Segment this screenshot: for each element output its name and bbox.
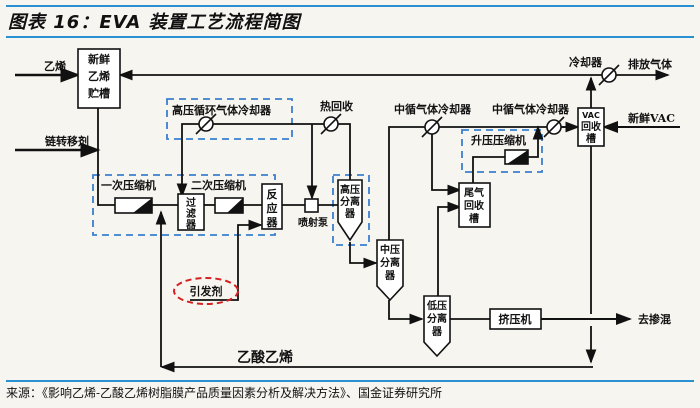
mid-cycle-cooler-1-icon: [421, 116, 443, 138]
hp-cooler-group-frame: [166, 98, 293, 140]
vent-gas-label: 排放气体: [628, 57, 673, 71]
ethylene-feed-label: 乙烯: [44, 59, 66, 73]
primary-compressor: [114, 197, 153, 214]
secondary-compressor-label: 二次压缩机: [191, 178, 246, 192]
to-tailgas-line: [431, 127, 462, 196]
secondary-compressor: [214, 197, 244, 214]
booster-compressor-label: 升压压缩机: [471, 133, 526, 147]
extruder: 挤压机: [489, 308, 542, 330]
footer-rule: [6, 380, 694, 382]
jet-pump-label: 喷射泵: [298, 216, 329, 229]
svg-text:VAC: VAC: [582, 111, 600, 120]
initiator-label: 引发剂: [190, 284, 223, 298]
svg-text:新鲜: 新鲜: [88, 52, 110, 66]
svg-text:贮槽: 贮槽: [87, 86, 110, 100]
hp-recycle-cooler-label: 高压循环气体冷却器: [172, 103, 272, 117]
hpsep-to-mpsep-line: [349, 242, 378, 269]
tail-gas-tank: 尾气 回收 槽: [458, 182, 491, 228]
svg-text:回收: 回收: [464, 199, 484, 212]
mid-cycle-cooler-2-icon: [543, 116, 565, 138]
lp-separator: 低压 分离 器: [423, 295, 451, 358]
svg-text:器: 器: [266, 216, 279, 229]
mpsep-to-lpsep-line: [388, 300, 424, 325]
figure-title: 图表 16：EVA 装置工艺流程简图: [8, 12, 301, 33]
booster-group-frame: [461, 129, 543, 173]
svg-text:低压: 低压: [426, 299, 447, 312]
svg-text:器: 器: [431, 326, 443, 338]
to-blending-label: 去掺混: [638, 312, 671, 326]
svg-text:分离: 分离: [380, 256, 400, 269]
svg-text:乙烯: 乙烯: [88, 69, 110, 83]
booster-out-line: [528, 125, 544, 158]
compressor-group-frame: [92, 174, 276, 236]
source-note: 来源：《影响乙烯-乙酸乙烯树脂膜产品质量因素分析及解决方法》、国金证券研究所: [6, 386, 443, 400]
svg-text:高压: 高压: [340, 183, 360, 196]
vinyl-acetate-label: 乙酸乙烯: [237, 349, 293, 366]
svg-text:分离: 分离: [340, 195, 360, 208]
lpsep-overhead-line: [437, 201, 462, 298]
fresh-ethylene-tank: 新鲜 乙烯 贮槽: [77, 48, 121, 109]
vent-cooler-icon: [598, 64, 620, 86]
svg-text:器: 器: [384, 270, 396, 282]
hp-separator-group-frame: [332, 174, 370, 246]
svg-text:尾气: 尾气: [464, 186, 484, 199]
svg-text:中压: 中压: [380, 243, 400, 256]
title-underline: [6, 36, 694, 38]
svg-text:器: 器: [185, 219, 197, 231]
hp-separator: 高压 分离 器: [337, 179, 363, 242]
svg-text:应: 应: [267, 201, 278, 215]
svg-text:槽: 槽: [469, 212, 479, 225]
fresh-vac-label: 新鲜VAC: [628, 111, 675, 125]
filter: 过 滤 器: [177, 193, 205, 231]
vent-cooler-label: 冷却器: [569, 55, 603, 69]
tank-to-compressor-line: [97, 108, 115, 206]
primary-compressor-label: 一次压缩机: [101, 178, 156, 192]
svg-text:反: 反: [267, 187, 278, 201]
initiator-highlight: [173, 277, 239, 305]
reactor: 反 应 器: [261, 183, 283, 230]
jet-pump: [304, 198, 319, 213]
svg-text:槽: 槽: [586, 132, 596, 145]
mid-cycle-cooler-2-label: 中循气体冷却器: [492, 102, 570, 116]
tailgas-to-booster-line: [472, 156, 505, 183]
chain-transfer-agent-label: 链转移剂: [45, 134, 89, 148]
svg-text:挤压机: 挤压机: [499, 312, 532, 326]
top-rule: [6, 5, 694, 7]
initiator-line: [190, 219, 263, 301]
svg-text:器: 器: [344, 208, 356, 220]
mid-cycle-cooler-1-label: 中循气体冷却器: [394, 102, 472, 116]
svg-text:分离: 分离: [427, 312, 447, 325]
mpsep-overhead-line: [388, 126, 578, 240]
hp-recycle-cooler-icon: [195, 113, 217, 135]
hp-recycle-line: [176, 123, 351, 198]
booster-compressor: [504, 149, 529, 165]
heat-recovery-exchanger-icon: [320, 113, 342, 135]
mp-separator: 中压 分离 器: [376, 239, 404, 302]
svg-text:滤: 滤: [186, 207, 196, 220]
svg-text:回收: 回收: [581, 120, 601, 133]
svg-text:过: 过: [186, 196, 196, 209]
heat-recovery-label: 热回收: [320, 99, 353, 113]
vac-recovery-tank: VAC 回收 槽: [577, 107, 605, 147]
